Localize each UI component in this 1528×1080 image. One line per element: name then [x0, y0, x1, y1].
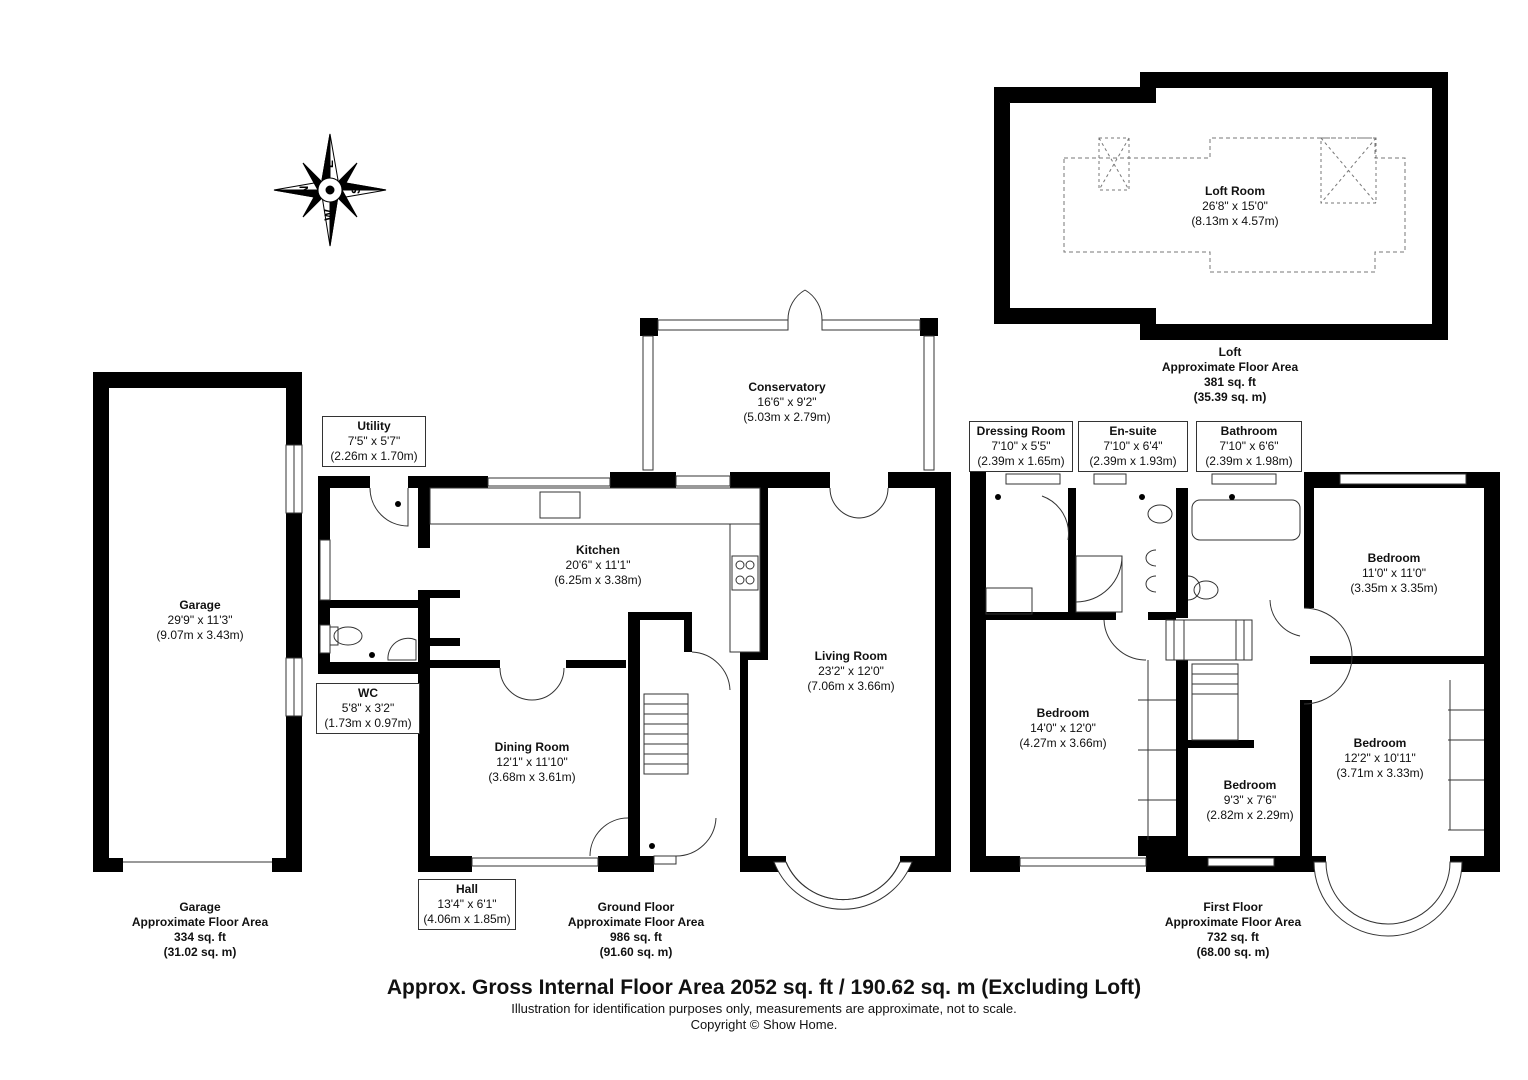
compass-label-s: S: [349, 186, 363, 194]
room-label-utility: Utility 7'5" x 5'7" (2.26m x 1.70m): [322, 416, 426, 467]
room-size-metric: (1.73m x 0.97m): [324, 716, 412, 730]
ground-floor: [318, 289, 951, 910]
room-size-imperial: 7'10" x 6'6": [1219, 439, 1279, 453]
room-name: Dressing Room: [976, 424, 1066, 438]
area-title: Garage: [179, 900, 221, 914]
compass-label-w: W: [322, 209, 336, 221]
area-label-first: First Floor Approximate Floor Area 732 s…: [1133, 900, 1333, 960]
area-subtitle: Approximate Floor Area: [1164, 915, 1302, 929]
loft-floor: [994, 72, 1448, 340]
room-size-metric: (2.39m x 1.65m): [977, 454, 1065, 468]
room-size-metric: (2.82m x 2.29m): [1206, 808, 1294, 822]
area-subtitle: Approximate Floor Area: [131, 915, 269, 929]
area-sqm: (91.60 sq. m): [599, 945, 673, 959]
room-size-metric: (4.06m x 1.85m): [423, 912, 511, 926]
room-size-metric: (3.71m x 3.33m): [1336, 766, 1424, 780]
room-label-bedroom-4: Bedroom 12'2" x 10'11" (3.71m x 3.33m): [1310, 736, 1450, 781]
room-name: Utility: [357, 419, 391, 433]
room-name: Hall: [455, 882, 478, 896]
room-label-wc: WC 5'8" x 3'2" (1.73m x 0.97m): [316, 683, 420, 734]
room-size-metric: (3.35m x 3.35m): [1350, 581, 1438, 595]
room-name: Bathroom: [1220, 424, 1278, 438]
compass-rose: N E S W: [273, 133, 387, 247]
room-label-bathroom: Bathroom 7'10" x 6'6" (2.39m x 1.98m): [1196, 421, 1302, 472]
room-size-metric: (4.27m x 3.66m): [1019, 736, 1107, 750]
room-label-ensuite: En-suite 7'10" x 6'4" (2.39m x 1.93m): [1078, 421, 1188, 472]
room-size-imperial: 7'5" x 5'7": [347, 434, 401, 448]
area-subtitle: Approximate Floor Area: [567, 915, 705, 929]
room-size-imperial: 23'2" x 12'0": [818, 664, 884, 678]
room-name: Bedroom: [1367, 551, 1421, 565]
copyright: Copyright © Show Home.: [690, 1017, 838, 1032]
room-size-imperial: 5'8" x 3'2": [341, 701, 395, 715]
room-label-garage: Garage 29'9" x 11'3" (9.07m x 3.43m): [120, 598, 280, 643]
room-label-dining: Dining Room 12'1" x 11'10" (3.68m x 3.61…: [457, 740, 607, 785]
room-name: Conservatory: [748, 380, 826, 394]
room-name: Loft Room: [1205, 184, 1265, 198]
room-size-metric: (7.06m x 3.66m): [807, 679, 895, 693]
room-size-metric: (9.07m x 3.43m): [156, 628, 244, 642]
room-size-imperial: 9'3" x 7'6": [1223, 793, 1277, 807]
disclaimer: Illustration for identification purposes…: [511, 1001, 1017, 1016]
compass-label-e: E: [322, 160, 336, 168]
room-name: Bedroom: [1353, 736, 1407, 750]
room-size-imperial: 16'6" x 9'2": [757, 395, 817, 409]
area-sqft: 732 sq. ft: [1206, 930, 1260, 944]
room-size-imperial: 14'0" x 12'0": [1030, 721, 1096, 735]
room-name: Kitchen: [575, 543, 620, 557]
area-label-ground: Ground Floor Approximate Floor Area 986 …: [536, 900, 736, 960]
room-size-imperial: 12'2" x 10'11": [1344, 751, 1416, 765]
room-size-metric: (2.26m x 1.70m): [330, 449, 418, 463]
area-sqft: 381 sq. ft: [1203, 375, 1257, 389]
room-size-metric: (5.03m x 2.79m): [743, 410, 831, 424]
room-size-imperial: 11'0" x 11'0": [1361, 566, 1427, 580]
garage-floor: [93, 372, 303, 872]
room-name: En-suite: [1109, 424, 1157, 438]
room-name: Living Room: [814, 649, 888, 663]
room-label-dressing: Dressing Room 7'10" x 5'5" (2.39m x 1.65…: [969, 421, 1073, 472]
gross-floor-area: Approx. Gross Internal Floor Area 2052 s…: [386, 976, 1142, 999]
area-sqm: (35.39 sq. m): [1193, 390, 1267, 404]
area-sqm: (31.02 sq. m): [163, 945, 237, 959]
room-size-metric: (2.39m x 1.98m): [1205, 454, 1293, 468]
room-name: Garage: [179, 598, 221, 612]
area-label-loft: Loft Approximate Floor Area 381 sq. ft (…: [1130, 345, 1330, 405]
room-size-imperial: 20'6" x 11'1": [565, 558, 631, 572]
area-subtitle: Approximate Floor Area: [1161, 360, 1299, 374]
room-size-imperial: 29'9" x 11'3": [167, 613, 233, 627]
area-sqft: 334 sq. ft: [173, 930, 227, 944]
room-label-loft: Loft Room 26'8" x 15'0" (8.13m x 4.57m): [1150, 184, 1320, 229]
first-floor: [970, 472, 1500, 937]
room-size-imperial: 26'8" x 15'0": [1202, 199, 1268, 213]
room-name: Dining Room: [494, 740, 570, 754]
room-label-bedroom-3: Bedroom 9'3" x 7'6" (2.82m x 2.29m): [1190, 778, 1310, 823]
room-size-metric: (2.39m x 1.93m): [1089, 454, 1177, 468]
room-size-imperial: 12'1" x 11'10": [496, 755, 568, 769]
compass-label-n: N: [297, 186, 311, 195]
area-title: First Floor: [1203, 900, 1263, 914]
room-size-metric: (8.13m x 4.57m): [1191, 214, 1279, 228]
room-label-bedroom-1: Bedroom 11'0" x 11'0" (3.35m x 3.35m): [1324, 551, 1464, 596]
area-label-garage: Garage Approximate Floor Area 334 sq. ft…: [100, 900, 300, 960]
room-size-imperial: 7'10" x 6'4": [1103, 439, 1163, 453]
room-name: Bedroom: [1223, 778, 1277, 792]
room-size-imperial: 7'10" x 5'5": [991, 439, 1051, 453]
area-sqm: (68.00 sq. m): [1196, 945, 1270, 959]
room-label-conservatory: Conservatory 16'6" x 9'2" (5.03m x 2.79m…: [712, 380, 862, 425]
room-label-hall: Hall 13'4" x 6'1" (4.06m x 1.85m): [418, 879, 516, 930]
footer: Approx. Gross Internal Floor Area 2052 s…: [0, 975, 1528, 1033]
room-label-living: Living Room 23'2" x 12'0" (7.06m x 3.66m…: [776, 649, 926, 694]
room-name: WC: [358, 686, 378, 700]
room-name: Bedroom: [1036, 706, 1090, 720]
room-label-kitchen: Kitchen 20'6" x 11'1" (6.25m x 3.38m): [523, 543, 673, 588]
room-label-bedroom-2: Bedroom 14'0" x 12'0" (4.27m x 3.66m): [988, 706, 1138, 751]
room-size-imperial: 13'4" x 6'1": [437, 897, 497, 911]
area-title: Loft: [1218, 345, 1242, 359]
area-sqft: 986 sq. ft: [609, 930, 663, 944]
area-title: Ground Floor: [597, 900, 675, 914]
room-size-metric: (6.25m x 3.38m): [554, 573, 642, 587]
room-size-metric: (3.68m x 3.61m): [488, 770, 576, 784]
